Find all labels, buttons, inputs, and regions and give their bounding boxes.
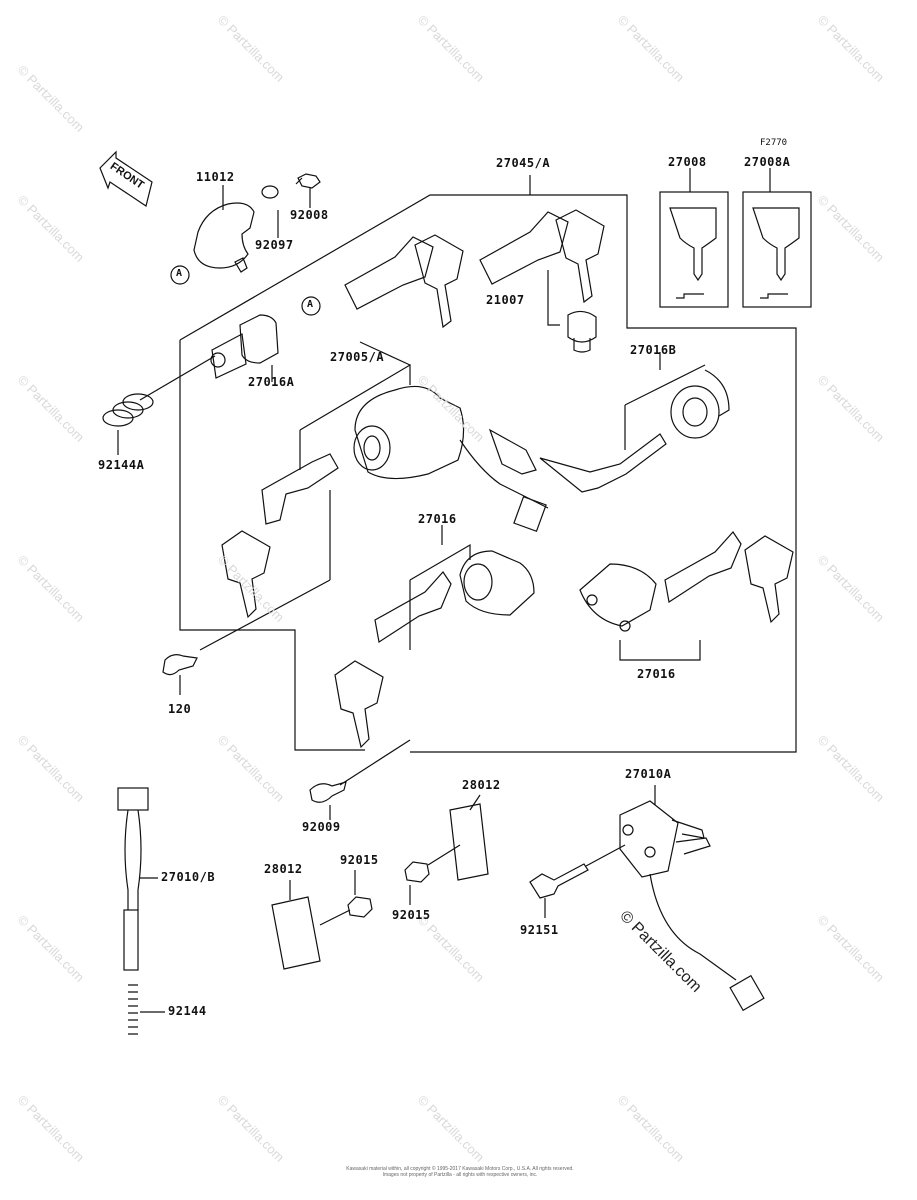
part-27016A-cylinder	[210, 314, 279, 379]
part-label-27010A[interactable]: 27010A	[625, 767, 672, 781]
part-label-92008[interactable]: 92008	[290, 208, 329, 222]
part-label-27045A[interactable]: 27045/A	[496, 156, 551, 170]
part-label-120[interactable]: 120	[168, 702, 192, 716]
part-21007-plug	[567, 310, 597, 353]
part-label-28012[interactable]: 28012	[462, 778, 501, 792]
copyright-notice: Kawasaki material within, all copyright …	[346, 1166, 574, 1178]
bolt-92151	[529, 863, 589, 899]
key-card-27008A	[742, 191, 812, 308]
spring-92144	[128, 984, 138, 1035]
part-label-27010B[interactable]: 27010/B	[161, 870, 216, 884]
spring-92144A	[102, 393, 154, 427]
bolt-92008	[295, 173, 321, 189]
part-label-92015[interactable]: 92015	[392, 908, 431, 922]
key-card-key-left	[669, 207, 717, 299]
part-28012-left	[271, 896, 321, 970]
part-27005A-switch	[353, 385, 549, 533]
part-label-27016A[interactable]: 27016A	[248, 375, 295, 389]
key-27005-b	[221, 530, 271, 619]
key-27016-right-a	[664, 531, 742, 603]
nut-92015-top	[404, 861, 430, 883]
part-27016B-lock	[670, 369, 730, 439]
part-label-21007[interactable]: 21007	[486, 293, 525, 307]
key-27016-right-b	[744, 535, 794, 624]
washer-92097	[261, 185, 279, 199]
part-27010B-switch	[117, 787, 149, 971]
part-label-92144[interactable]: 92144	[168, 1004, 207, 1018]
main-frame-left	[179, 340, 365, 751]
part-27016-mid-lock	[459, 550, 535, 616]
screw-92009	[309, 781, 347, 803]
key-27045-b	[555, 209, 605, 304]
part-label-27008[interactable]: 27008	[668, 155, 707, 169]
part-27010A-switch	[619, 800, 765, 1012]
part-label-27008A[interactable]: 27008A	[744, 155, 791, 169]
front-arrow	[99, 150, 153, 207]
part-label-92097[interactable]: 92097	[255, 238, 294, 252]
figure-code: F2770	[760, 138, 788, 148]
part-label-92144A[interactable]: 92144A	[98, 458, 145, 472]
key-27016B-b	[539, 433, 667, 493]
key-card-key-right	[752, 207, 800, 299]
part-label-27005A[interactable]: 27005/A	[330, 350, 385, 364]
key-card-27008	[659, 191, 729, 308]
part-label-92151[interactable]: 92151	[520, 923, 559, 937]
part-label-92009[interactable]: 92009	[302, 820, 341, 834]
key-27016-mid-b	[334, 660, 384, 749]
key-27016A-b	[414, 234, 464, 329]
key-27016B-a	[488, 428, 537, 475]
key-27045-a	[479, 211, 569, 285]
part-label-27016B[interactable]: 27016B	[630, 343, 677, 357]
part-11012-plate	[193, 202, 255, 269]
nut-92015-bot	[347, 896, 373, 918]
callout-a: A	[176, 268, 183, 279]
main-frame	[179, 194, 797, 753]
key-27016A-a	[344, 236, 434, 310]
part-label-28012[interactable]: 28012	[264, 862, 303, 876]
part-label-11012[interactable]: 11012	[196, 170, 235, 184]
key-27016-mid-a	[374, 571, 452, 643]
callout-a: A	[307, 299, 314, 310]
part-label-27016[interactable]: 27016	[418, 512, 457, 526]
part-28012-top	[449, 803, 489, 881]
part-label-92015[interactable]: 92015	[340, 853, 379, 867]
key-27005-a	[261, 453, 339, 525]
part-27016-right-lock	[579, 563, 657, 632]
bolt-120	[162, 654, 198, 676]
part-label-27016[interactable]: 27016	[637, 667, 676, 681]
